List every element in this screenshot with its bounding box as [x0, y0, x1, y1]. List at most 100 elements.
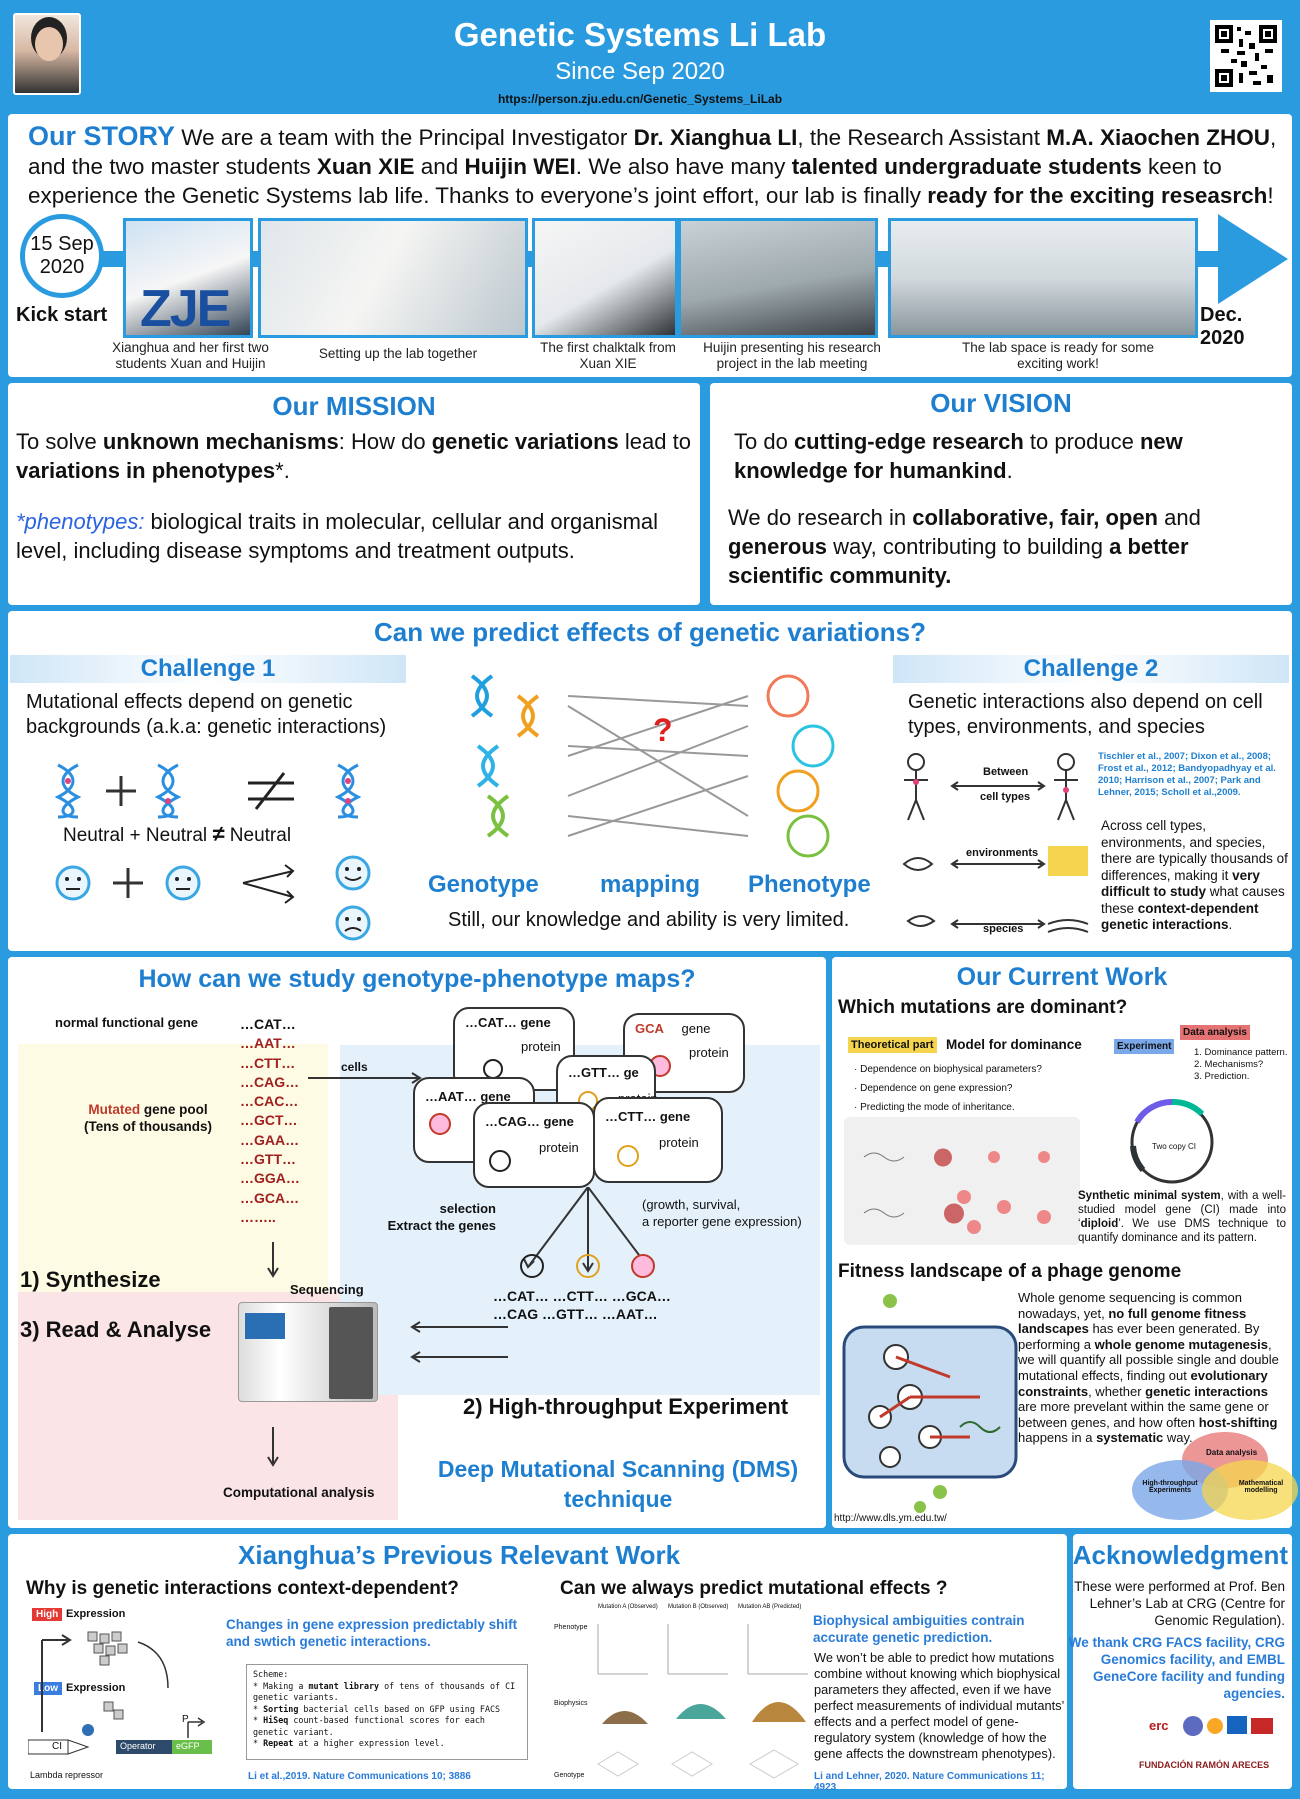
cells-arrow [308, 1072, 422, 1084]
mission-p1: To solve unknown mechanisms: How do gene… [16, 429, 691, 483]
story-panel: Our STORY We are a team with the Princip… [8, 114, 1292, 377]
timeline-arrow-icon [1218, 214, 1288, 304]
fitness-question: Fitness landscape of a phage genome [838, 1261, 1182, 1282]
photo-lab-meeting [678, 218, 878, 338]
mapping-diagram: ? [470, 674, 835, 858]
current-heading: Our Current Work [956, 963, 1168, 991]
lab-title: Genetic Systems Li Lab [453, 16, 827, 53]
caption-4: Huijin presenting his research project i… [703, 340, 881, 371]
plasmid-diagram [1130, 1098, 1214, 1184]
challenge-1-title: Challenge 1 [10, 655, 406, 683]
face-equation [55, 855, 371, 941]
story-text: Our STORY We are a team with the Princip… [28, 121, 1277, 209]
hte-label: 2) High-throughput Experiment [463, 1394, 789, 1419]
down-arrow [267, 1242, 279, 1278]
cells-label: cells [341, 1060, 368, 1074]
header: Genetic Systems Li Lab Since Sep 2020 ht… [0, 0, 1300, 112]
caption-2: Setting up the lab together [318, 346, 478, 361]
species-label: species [983, 923, 1024, 935]
data-analysis-list: 1. Dominance pattern.2. Mechanisms?3. Pr… [1194, 1047, 1288, 1082]
lab-url[interactable]: https://person.zju.edu.cn/Genetic_System… [497, 92, 783, 106]
caption-3: The first chalktalk from Xuan XIE [540, 340, 676, 371]
challenge-2-text: Genetic interactions also depend on cell… [908, 691, 1263, 738]
genotype-label: Genotype [428, 871, 539, 898]
model-figure [844, 1117, 1080, 1245]
low-expression: Expression [66, 1682, 126, 1694]
qr-code-icon [1210, 20, 1282, 92]
photo-chalktalk [532, 218, 678, 338]
high-tag: High [32, 1608, 63, 1621]
funding-logos: erc [1133, 1712, 1283, 1752]
environments-label: environments [966, 847, 1039, 859]
ref-1: Li et al.,2019. Nature Communications 10… [248, 1771, 471, 1782]
sequencer-icon [238, 1302, 378, 1402]
read-label: 3) Read & Analyse [20, 1317, 212, 1342]
challenge-2-refs: Tischler et al., 2007; Dixon et al., 200… [1098, 751, 1276, 798]
blue-statement-1: Changes in gene expression predictably s… [226, 1617, 518, 1649]
vision-p1: To do cutting-edge research to produce n… [734, 429, 1183, 483]
result-faces [520, 1254, 655, 1278]
data-analysis-tag: Data analysis [1180, 1025, 1250, 1040]
vision-heading: Our VISION [930, 388, 1072, 418]
photo-setup [258, 218, 528, 338]
context-diagram [902, 753, 1089, 933]
scheme-box: Scheme: * Making a mutant library of ten… [246, 1664, 528, 1760]
ack-p2: We thank CRG FACS facility, CRG Genomics… [1068, 1635, 1285, 1701]
operator-label: Operator [120, 1741, 156, 1751]
caption-5: The lab space is ready for some exciting… [961, 340, 1155, 371]
ack-panel: Acknowledgment These were performed at P… [1069, 1534, 1292, 1789]
fitness-text: Whole genome sequencing is common nowada… [1018, 1290, 1279, 1446]
normal-gene-label: normal functional gene [55, 1015, 199, 1030]
synthetic-text: Synthetic minimal system, with a well-st… [1078, 1190, 1286, 1244]
cell-types-label: cell types [980, 791, 1031, 803]
caption-1: Xianghua and her first two students Xuan… [112, 340, 269, 371]
down-arrow-2 [267, 1427, 279, 1467]
start-label: Kick start [16, 304, 108, 326]
synthesize-label: 1) Synthesize [20, 1267, 161, 1292]
photo-lab-space [888, 218, 1198, 338]
two-copy-label: Two copy CI [1152, 1142, 1197, 1151]
neutral-equation: Neutral + Neutral ≠ Neutral [63, 821, 292, 846]
erc-logo: erc [1149, 1718, 1169, 1733]
repressor-diagram [28, 1631, 212, 1755]
sequencing-label: Sequencing [290, 1282, 364, 1297]
phage-credit[interactable]: http://www.dls.ym.edu.tw/ [834, 1513, 947, 1524]
comp-label: Computational analysis [223, 1485, 375, 1500]
return-arrows [410, 1321, 508, 1363]
current-panel: Our Current Work Which mutations are dom… [832, 957, 1298, 1528]
landscape-plots: Phenotype Biophysics Genotype Mutation A… [548, 1604, 810, 1784]
pi-photo [13, 13, 81, 95]
phenotype-label: Phenotype [748, 871, 871, 898]
study-heading: How can we study genotype-phenotype maps… [138, 965, 696, 993]
vision-panel: Our VISION To do cutting-edge research t… [710, 383, 1292, 605]
study-panel: How can we study genotype-phenotype maps… [8, 957, 826, 1528]
predict-heading: Can we predict effects of genetic variat… [374, 617, 926, 647]
lambda-label: Lambda repressor [30, 1770, 104, 1780]
mission-p2: *phenotypes: biological traits in molecu… [16, 509, 659, 563]
model-bullets: · Dependence on biophysical parameters?·… [854, 1064, 1042, 1113]
pr-label: P [182, 1714, 189, 1725]
codon-list: …CAT……AAT……CTT……CAG……CAC……GCT……GAA……GTT…… [240, 1016, 300, 1225]
mission-panel: Our MISSION To solve unknown mechanisms:… [8, 383, 700, 605]
previous-q1: Why is genetic interactions context-depe… [26, 1578, 459, 1599]
challenge-1-text: Mutational effects depend on genetic bac… [26, 691, 387, 738]
experiment-tag: Experiment [1114, 1039, 1175, 1054]
between-label: Between [983, 766, 1029, 778]
challenge-2-body: Across cell types, environments, and spe… [1101, 818, 1288, 932]
story-heading: Our STORY [28, 121, 176, 151]
egfp-label: eGFP [176, 1741, 200, 1751]
venn-diagram: Data analysis High-throughput Experiment… [1132, 1432, 1298, 1524]
end-label: Dec. 2020 [1200, 304, 1245, 349]
svg-text:?: ? [653, 712, 673, 748]
limited-text: Still, our knowledge and ability is very… [448, 909, 850, 931]
ci-label: CI [52, 1741, 62, 1752]
growth-label: (growth, survival, a reporter gene expre… [642, 1197, 802, 1229]
dms-label: Deep Mutational Scanning (DMS) technique [437, 1456, 799, 1512]
photo-team: ZJE [123, 218, 253, 338]
high-expression: Expression [66, 1608, 126, 1620]
previous-q2: Can we always predict mutational effects… [560, 1578, 948, 1599]
start-date-circle: 15 Sep 2020 [20, 214, 104, 298]
